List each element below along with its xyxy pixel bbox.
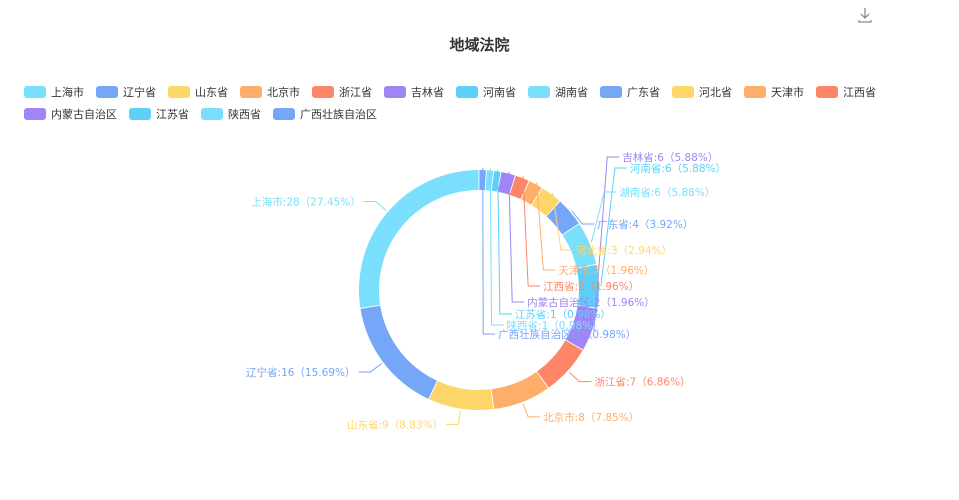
legend-item[interactable]: 河南省	[456, 84, 516, 100]
slice-label: 陕西省:1（0.98%）	[507, 319, 603, 332]
legend-label: 浙江省	[339, 86, 372, 99]
donut-slice[interactable]	[562, 224, 597, 269]
donut-slice[interactable]	[429, 381, 494, 410]
download-icon[interactable]	[856, 6, 874, 24]
legend-label: 北京市	[267, 86, 300, 99]
legend-label: 内蒙古自治区	[51, 108, 117, 121]
legend-swatch	[528, 86, 550, 98]
legend-label: 江苏省	[156, 108, 189, 121]
slice-label: 广西壮族自治区:1（0.98%）	[498, 328, 636, 341]
legend-item[interactable]: 河北省	[672, 84, 732, 100]
donut-slice[interactable]	[359, 170, 479, 308]
legend-swatch	[96, 86, 118, 98]
slice-label: 天津市:2（1.96%）	[558, 264, 654, 277]
slice-label: 河北省:3（2.94%）	[576, 244, 672, 257]
legend-item[interactable]: 广西壮族自治区	[273, 106, 377, 122]
label-leader-line	[568, 371, 592, 383]
label-leader-line	[497, 169, 512, 315]
legend-label: 上海市	[51, 86, 84, 99]
legend-label: 辽宁省	[123, 86, 156, 99]
donut-slice[interactable]	[497, 172, 515, 195]
legend-swatch	[240, 86, 262, 98]
slice-label: 山东省:9（8.83%）	[347, 418, 443, 431]
label-leader-line	[590, 191, 617, 243]
download-icon-graphic	[858, 8, 872, 23]
donut-slice[interactable]	[509, 175, 529, 199]
legend-label: 陕西省	[228, 108, 261, 121]
legend-item[interactable]: 内蒙古自治区	[24, 106, 117, 122]
label-leader-line	[508, 171, 525, 303]
slice-label: 辽宁省:16（15.69%）	[246, 366, 355, 379]
legend-item[interactable]: 陕西省	[201, 106, 261, 122]
chart-title: 地域法院	[449, 36, 510, 54]
legend-swatch	[201, 108, 223, 120]
slice-label: 湖南省:6（5.88%）	[619, 186, 715, 199]
legend-item[interactable]: 江西省	[816, 84, 876, 100]
slice-label: 上海市:28（27.45%）	[251, 196, 360, 209]
label-leader-line	[482, 168, 496, 335]
legend-label: 江西省	[843, 86, 876, 99]
legend-swatch	[816, 86, 838, 98]
legend-item[interactable]: 广东省	[600, 84, 660, 100]
legend-swatch	[744, 86, 766, 98]
slice-label: 北京市:8（7.85%）	[543, 411, 639, 424]
label-leader-line	[358, 363, 382, 373]
legend-label: 吉林省	[411, 86, 444, 99]
legend-swatch	[24, 108, 46, 120]
legend-swatch	[273, 108, 295, 120]
label-leader-line	[593, 156, 620, 331]
legend-label: 广西壮族自治区	[300, 108, 377, 121]
donut-slice[interactable]	[360, 305, 437, 399]
legend-item[interactable]: 天津市	[744, 84, 804, 100]
slice-label: 广东省:4（3.92%）	[597, 218, 693, 231]
slice-label: 吉林省:6（5.88%）	[622, 151, 718, 164]
legend-swatch	[672, 86, 694, 98]
legend-item[interactable]: 上海市	[24, 84, 84, 100]
legend-swatch	[168, 86, 190, 98]
legend-label: 河南省	[483, 86, 516, 99]
label-leader-line	[446, 410, 461, 425]
donut-slice[interactable]	[491, 170, 501, 192]
slice-label: 江苏省:1（0.98%）	[515, 308, 611, 321]
legend-item[interactable]: 北京市	[240, 84, 300, 100]
slice-label: 内蒙古自治区:2（1.96%）	[527, 296, 655, 309]
donut-slice[interactable]	[491, 371, 548, 410]
label-leader-line	[522, 176, 541, 287]
legend-label: 河北省	[699, 86, 732, 99]
donut-slice[interactable]	[576, 264, 599, 308]
legend-swatch	[129, 108, 151, 120]
legend-label: 广东省	[627, 86, 660, 99]
label-leader-line	[489, 168, 504, 326]
legend-item[interactable]: 吉林省	[384, 84, 444, 100]
legend-item[interactable]: 辽宁省	[96, 84, 156, 100]
label-leader-line	[522, 403, 541, 418]
label-leader-line	[552, 192, 573, 251]
label-leader-line	[600, 167, 627, 287]
slice-label: 浙江省:7（6.86%）	[595, 376, 691, 389]
chart-legend: 上海市 辽宁省 山东省 北京市 浙江省 吉林省 河南省 湖南省 广东省 河北省 天津市 江西省内蒙古自…	[24, 84, 944, 122]
legend-swatch	[384, 86, 406, 98]
legend-item[interactable]: 浙江省	[312, 84, 372, 100]
legend-swatch	[600, 86, 622, 98]
slice-label: 河南省:6（5.88%）	[630, 162, 726, 175]
legend-swatch	[456, 86, 478, 98]
legend-item[interactable]: 江苏省	[129, 106, 189, 122]
label-leader-line	[363, 201, 387, 212]
donut-slice[interactable]	[485, 170, 494, 191]
legend-label: 天津市	[771, 86, 804, 99]
legend-item[interactable]: 湖南省	[528, 84, 588, 100]
legend-swatch	[312, 86, 334, 98]
label-leader-line	[536, 182, 556, 271]
legend-label: 湖南省	[555, 86, 588, 99]
label-leader-line	[571, 210, 595, 225]
legend-label: 山东省	[195, 86, 228, 99]
legend-item[interactable]: 山东省	[168, 84, 228, 100]
donut-slice[interactable]	[565, 305, 598, 350]
donut-slice[interactable]	[537, 340, 583, 388]
legend-swatch	[24, 86, 46, 98]
slice-label: 江西省:2（1.96%）	[543, 280, 639, 293]
